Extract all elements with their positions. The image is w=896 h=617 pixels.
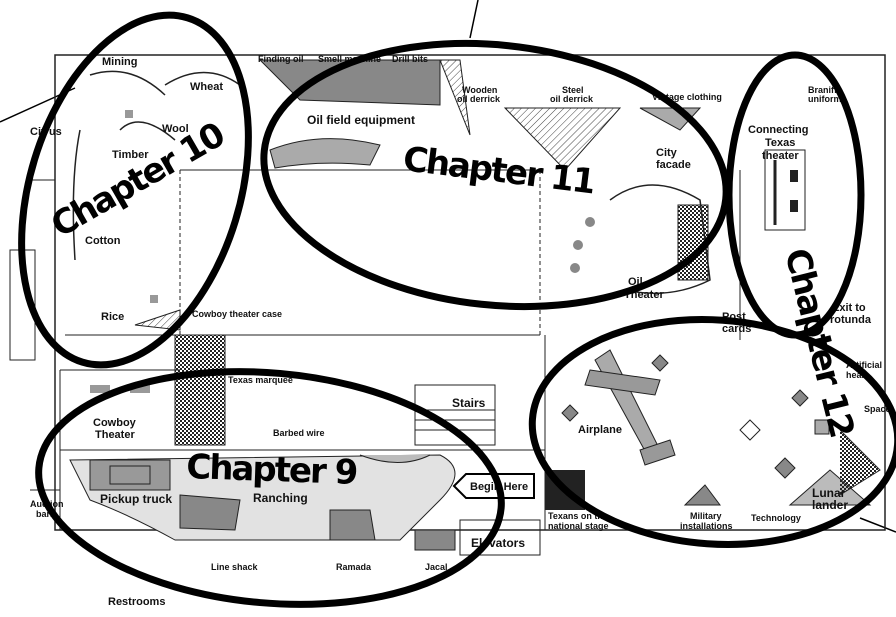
chapter-9-ring: [35, 368, 505, 608]
label-artificial-heart-2: heart: [846, 370, 868, 380]
label-texans-2: national stage: [548, 521, 609, 531]
label-braniff-1: Braniff: [808, 85, 838, 95]
label-military-1: Military: [690, 511, 722, 521]
chapter-10-ring: [18, 11, 252, 369]
label-timber: Timber: [112, 149, 149, 161]
label-line-shack: Line shack: [211, 562, 259, 572]
label-vintage-clothing: Vintage clothing: [652, 92, 722, 102]
label-barbed-wire: Barbed wire: [273, 428, 325, 438]
label-finding-oil: Finding oil: [258, 54, 304, 64]
label-restrooms: Restrooms: [108, 596, 165, 608]
label-pickup-truck: Pickup truck: [100, 492, 172, 506]
label-artificial-heart-1: Artificial: [846, 360, 882, 370]
label-lunar-2: lander: [812, 498, 848, 512]
label-cowboy-case: Cowboy theater case: [192, 309, 282, 319]
label-cowboy-theater-1: Cowboy: [93, 417, 137, 429]
label-ramada: Ramada: [336, 562, 372, 572]
label-ranching: Ranching: [253, 491, 308, 505]
label-cowboy-theater-2: Theater: [95, 429, 135, 441]
label-connecting-3: theater: [762, 150, 799, 162]
label-wheat: Wheat: [190, 81, 223, 93]
label-military-2: installations: [680, 521, 733, 531]
airplane-icon: [584, 349, 676, 466]
begin-here-sign: Begin Here: [452, 473, 535, 499]
label-exit-1: Exit to: [832, 302, 866, 314]
label-city-facade-2: facade: [656, 159, 691, 171]
label-rice: Rice: [101, 311, 124, 323]
label-smell-machine: Smell machine: [318, 54, 381, 64]
label-texas-marquee: Texas marquee: [228, 375, 293, 385]
label-texans-1: Texans on the: [548, 511, 608, 521]
exhibit-labels: Mining Wheat Citrus Wool Timber Cotton R…: [30, 54, 891, 608]
label-connecting-1: Connecting: [748, 124, 809, 136]
label-oil-field-equipment: Oil field equipment: [307, 113, 415, 127]
label-space: Space: [864, 404, 891, 414]
label-stairs: Stairs: [452, 396, 486, 410]
label-wooden-derrick-2: oil derrick: [457, 94, 501, 104]
label-cotton: Cotton: [85, 235, 121, 247]
label-mining: Mining: [102, 56, 137, 68]
label-city-facade-1: City: [656, 147, 678, 159]
label-jacal: Jacal: [425, 562, 448, 572]
chapter-12-bottom-ring: [528, 316, 896, 548]
label-connecting-2: Texas: [765, 137, 795, 149]
label-drill-bits: Drill bits: [392, 54, 428, 64]
exhibit-shapes: [69, 59, 881, 551]
chapter-10-title: Chapter 10: [45, 115, 232, 246]
label-technology: Technology: [751, 513, 801, 523]
label-wool: Wool: [162, 123, 189, 135]
label-steel-derrick-2: oil derrick: [550, 94, 594, 104]
label-exit-2: rotunda: [830, 314, 872, 326]
label-lunar-1: Lunar: [812, 486, 846, 500]
chapter-9-title: Chapter 9: [186, 447, 358, 493]
label-steel-derrick-1: Steel: [562, 85, 584, 95]
label-wooden-derrick-1: Wooden: [462, 85, 497, 95]
label-airplane: Airplane: [578, 424, 622, 436]
label-auction-2: barn: [36, 509, 56, 519]
label-braniff-2: uniform: [808, 94, 842, 104]
